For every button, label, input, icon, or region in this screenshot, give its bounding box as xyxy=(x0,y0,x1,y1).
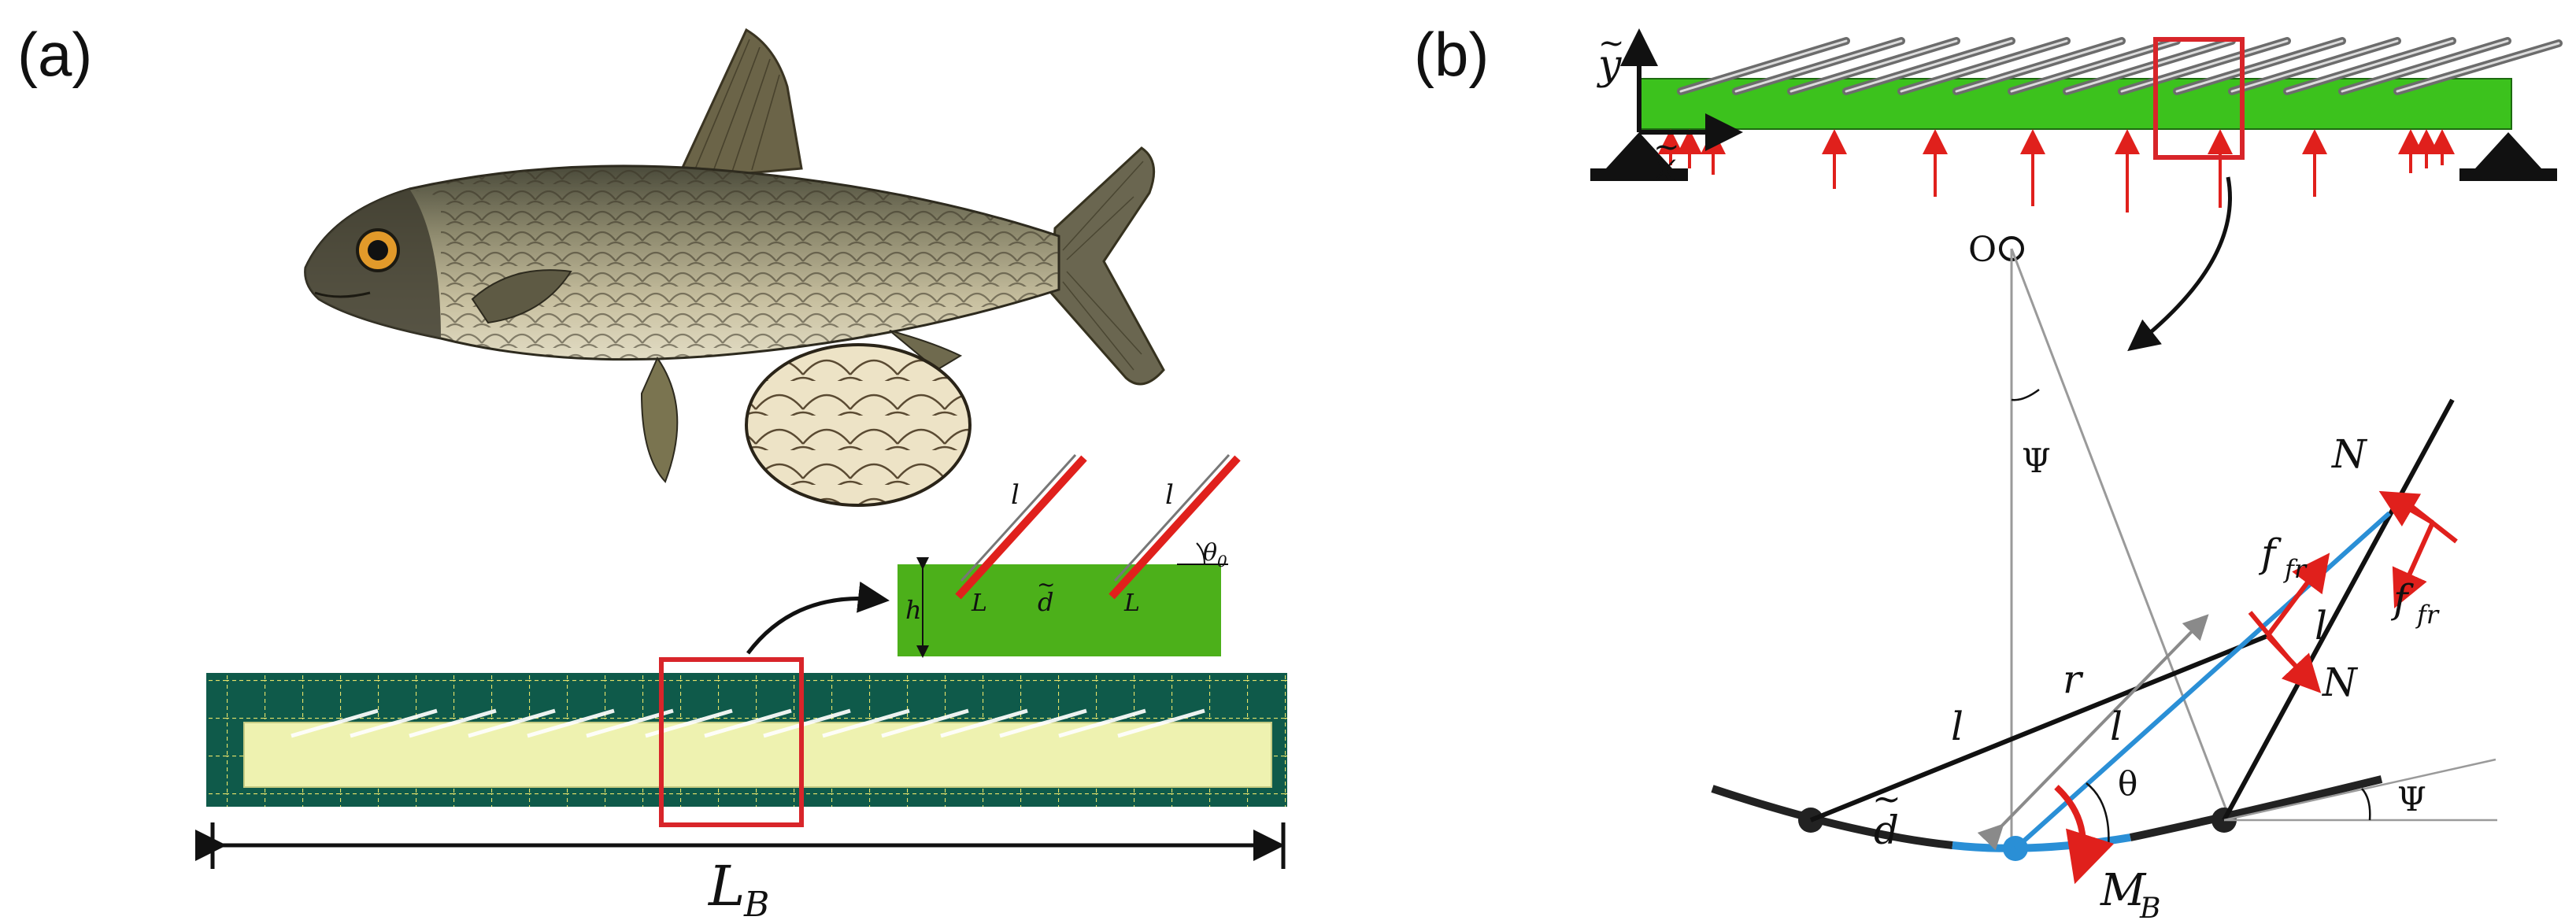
zoom-label-l2: l xyxy=(1165,479,1174,511)
zoom-label-L1: L xyxy=(971,590,987,617)
anal-fin xyxy=(889,330,963,371)
panel-b: (b) xyxy=(1414,20,2563,924)
specimen-beam xyxy=(243,722,1272,788)
pressure-arrows xyxy=(1658,129,2455,213)
pectoral-fin xyxy=(471,269,572,324)
label-f-right: f xyxy=(2390,576,2414,622)
panel-a: (a) xyxy=(17,20,1287,924)
normal-arrow-top xyxy=(2378,490,2434,527)
panel-b-label: (b) xyxy=(1414,20,1489,89)
zoom-label-l1: l xyxy=(1011,479,1020,511)
label-l-blue: l xyxy=(2110,704,2123,749)
radius-label: r xyxy=(2063,656,2084,702)
beam-length-label-sub: B xyxy=(743,885,769,924)
label-M: M xyxy=(2100,865,2147,916)
label-N-top: N xyxy=(2331,431,2368,477)
psi-angle-arc-right xyxy=(2361,788,2371,821)
zoom-label-theta: θ xyxy=(1203,539,1217,567)
axis-y-tilde: ~ xyxy=(1598,25,1625,61)
zoom-scale-2 xyxy=(1108,455,1241,600)
specimen-photo xyxy=(206,657,1287,827)
zoom-label-theta-sub: 0 xyxy=(1217,552,1227,571)
radius-dimension xyxy=(1977,614,2209,851)
pin-support-right xyxy=(2475,132,2541,168)
axis-y-label: y xyxy=(1597,42,1622,89)
pelvic-fin xyxy=(640,356,679,483)
label-f-left-sub: fr xyxy=(2283,554,2308,584)
zoom-beam xyxy=(898,564,1221,656)
bent-beam-left xyxy=(1711,785,1953,849)
axis-x-label: x xyxy=(1653,144,1676,191)
beam-length-label: L xyxy=(707,854,745,918)
theta-label: θ xyxy=(2118,764,2137,803)
zoom-scale-1 xyxy=(955,455,1087,600)
zoom-label-h: h xyxy=(905,595,922,625)
panel-a-label: (a) xyxy=(17,20,92,89)
fish-illustration xyxy=(304,28,1165,483)
bent-beam-blue xyxy=(1952,833,2131,852)
normal-arrow-bottom xyxy=(2265,634,2322,693)
zoom-length-dim-1 xyxy=(960,453,1077,582)
pin-support-left xyxy=(1606,132,1672,168)
label-f-left: f xyxy=(2258,530,2282,576)
label-f-right-sub: fr xyxy=(2415,600,2440,630)
zoom-schematic: l l θ 0 h d ~ L L xyxy=(898,453,1241,658)
ground-right xyxy=(2459,168,2557,181)
zoom-label-d: d xyxy=(1038,587,1053,617)
center-label: O xyxy=(1968,230,1997,270)
beam-highlight-box xyxy=(2153,37,2245,160)
label-M-sub: B xyxy=(2139,893,2160,924)
label-d: d xyxy=(1874,808,1899,853)
geometry-detail: O Ψ r Ψ θ xyxy=(1711,230,2497,924)
tail-fin xyxy=(1049,146,1165,386)
label-N-bottom: N xyxy=(2322,660,2359,705)
friction-arrow-right xyxy=(2392,521,2435,608)
bent-beam-right xyxy=(2129,775,2383,841)
scale-right xyxy=(2222,398,2455,822)
curved-arrow-b xyxy=(2127,176,2232,352)
specimen-highlight-box xyxy=(659,657,804,827)
psi-label-right: Ψ xyxy=(2397,780,2426,819)
beam-assembly: y ~ x ~ xyxy=(1590,25,2563,213)
label-l-contact: l xyxy=(2315,603,2327,649)
zoom-label-L2: L xyxy=(1123,590,1140,617)
zoom-angle-arc xyxy=(1196,542,1205,565)
curved-arrow-a xyxy=(746,581,890,655)
psi-label-top: Ψ xyxy=(2022,442,2051,480)
zoom-length-dim-2 xyxy=(1113,453,1231,582)
tangent-ref xyxy=(2223,758,2496,822)
friction-arrow-left xyxy=(2265,553,2330,638)
label-l-black: l xyxy=(1951,704,1963,749)
psi-angle-arc-top xyxy=(2011,388,2040,401)
label-d-tilde: ~ xyxy=(1872,779,1901,819)
ground-left xyxy=(1590,168,1688,181)
moment-arrow xyxy=(2054,785,2115,885)
zoom-label-d-tilde: ~ xyxy=(1037,571,1055,597)
scale-pattern-inset xyxy=(745,343,972,507)
axis-x-tilde: ~ xyxy=(1653,129,1680,165)
dorsal-fin xyxy=(675,28,803,181)
